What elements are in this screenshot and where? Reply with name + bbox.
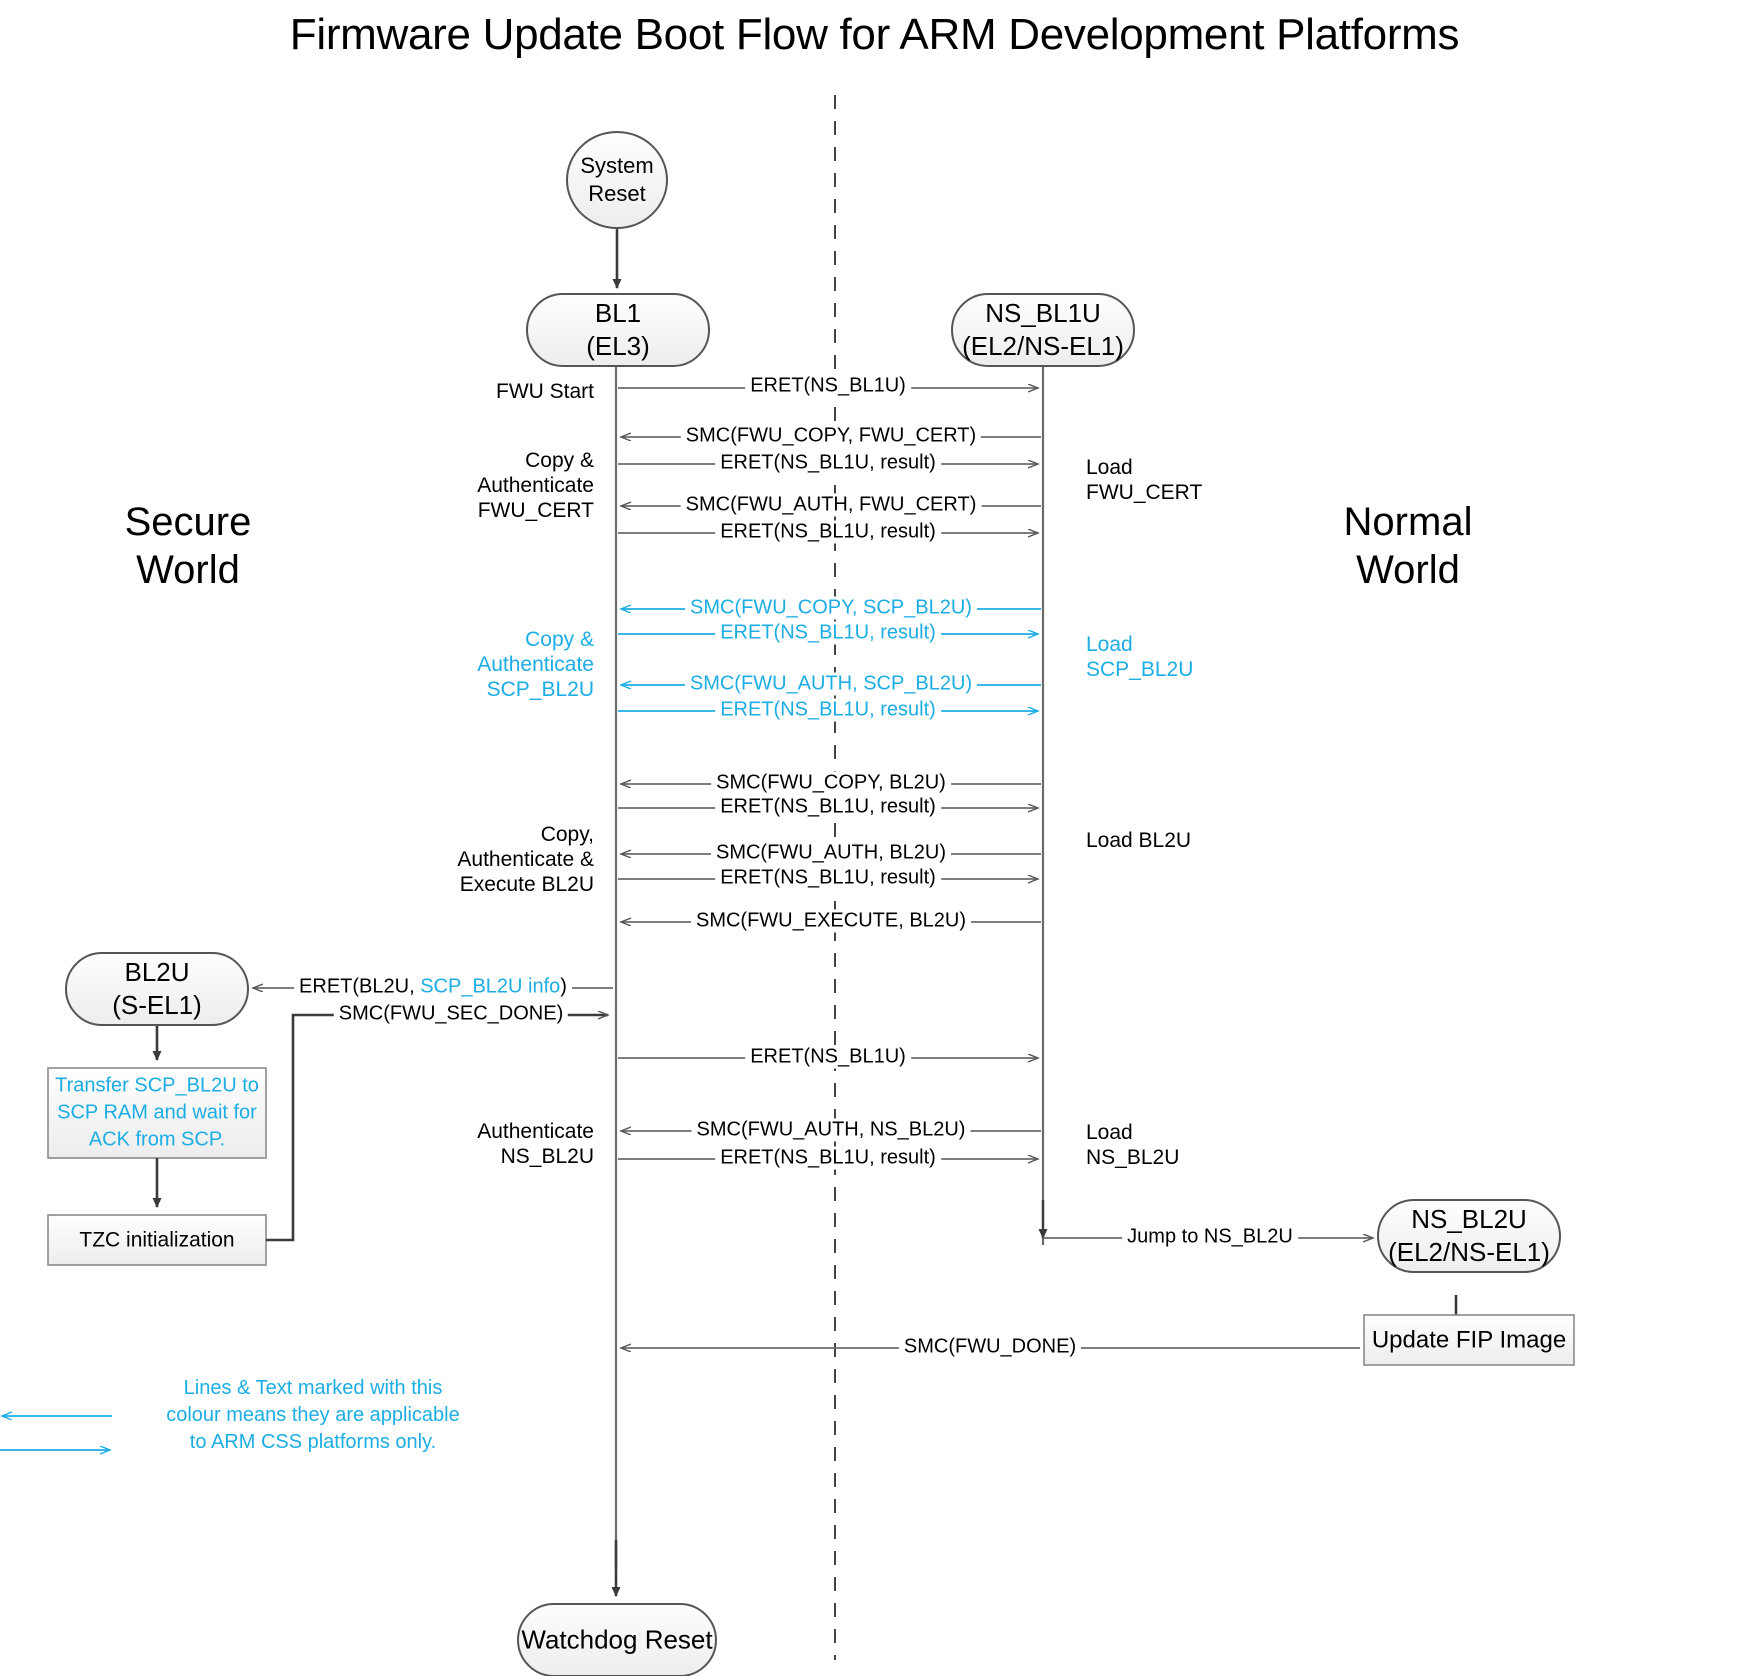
page-title: Firmware Update Boot Flow for ARM Develo… xyxy=(289,10,1460,59)
message-eret-bl2u: ERET(BL2U, SCP_BL2U info) xyxy=(294,974,572,1000)
message-label: ERET(NS_BL1U, result) xyxy=(715,520,941,544)
message-label: Jump to NS_BL2U xyxy=(1122,1225,1298,1249)
message-label: SMC(FWU_DONE) xyxy=(898,1335,1082,1359)
box-tzc-initialization: TZC initialization xyxy=(79,1228,235,1252)
legend-text: Lines & Text marked with this colour mea… xyxy=(166,1377,460,1453)
right-label-load-scp-bl2u: Load SCP_BL2U xyxy=(1086,633,1194,681)
message-label: ERET(NS_BL1U) xyxy=(745,1045,911,1069)
eret-bl2u-cyan-part: SCP_BL2U info xyxy=(420,975,561,998)
right-label-load-fwu-cert: Load FWU_CERT xyxy=(1086,456,1203,504)
message-label: ERET(NS_BL1U, result) xyxy=(715,698,941,722)
message-label: SMC(FWU_AUTH, BL2U) xyxy=(710,841,952,865)
normal-world-label: Normal World xyxy=(1343,500,1473,592)
right-label-load-bl2u: Load BL2U xyxy=(1086,829,1192,852)
left-label-authenticate-ns-bl2u: Authenticate NS_BL2U xyxy=(477,1120,594,1168)
message-label: ERET(NS_BL1U, result) xyxy=(715,451,941,475)
message-label: SMC(FWU_AUTH, SCP_BL2U) xyxy=(684,672,978,696)
left-label-copy-auth-exec-bl2u: Copy, Authenticate & Execute BL2U xyxy=(457,823,594,896)
message-label: ERET(NS_BL1U, result) xyxy=(715,621,941,645)
box-update-fip-image: Update FIP Image xyxy=(1371,1326,1567,1354)
box-transfer-scp-bl2u: Transfer SCP_BL2U to SCP RAM and wait fo… xyxy=(55,1074,259,1151)
message-label: SMC(FWU_SEC_DONE) xyxy=(333,1002,569,1026)
left-label-copy-auth-fwu-cert: Copy & Authenticate FWU_CERT xyxy=(477,449,594,522)
message-label: SMC(FWU_COPY, SCP_BL2U) xyxy=(685,596,977,620)
message-label: ERET(NS_BL1U, result) xyxy=(715,1146,941,1170)
message-label: ERET(NS_BL1U, result) xyxy=(715,866,941,890)
message-label: SMC(FWU_COPY, FWU_CERT) xyxy=(680,424,982,448)
left-label-fwu-start: FWU Start xyxy=(496,380,594,403)
message-label: ERET(NS_BL1U, result) xyxy=(715,795,941,819)
right-label-load-ns-bl2u: Load NS_BL2U xyxy=(1086,1121,1180,1169)
message-label: ERET(NS_BL1U) xyxy=(745,374,911,398)
eret-bl2u-suffix: ) xyxy=(560,975,567,998)
left-label-copy-auth-scp-bl2u: Copy & Authenticate SCP_BL2U xyxy=(477,628,594,701)
eret-bl2u-prefix: ERET(BL2U, xyxy=(299,975,421,998)
message-label: SMC(FWU_AUTH, NS_BL2U) xyxy=(691,1118,971,1142)
secure-world-label: Secure World xyxy=(124,500,252,592)
message-label: SMC(FWU_EXECUTE, BL2U) xyxy=(690,909,972,933)
message-label: SMC(FWU_COPY, BL2U) xyxy=(711,771,951,795)
message-label: SMC(FWU_AUTH, FWU_CERT) xyxy=(680,493,982,517)
